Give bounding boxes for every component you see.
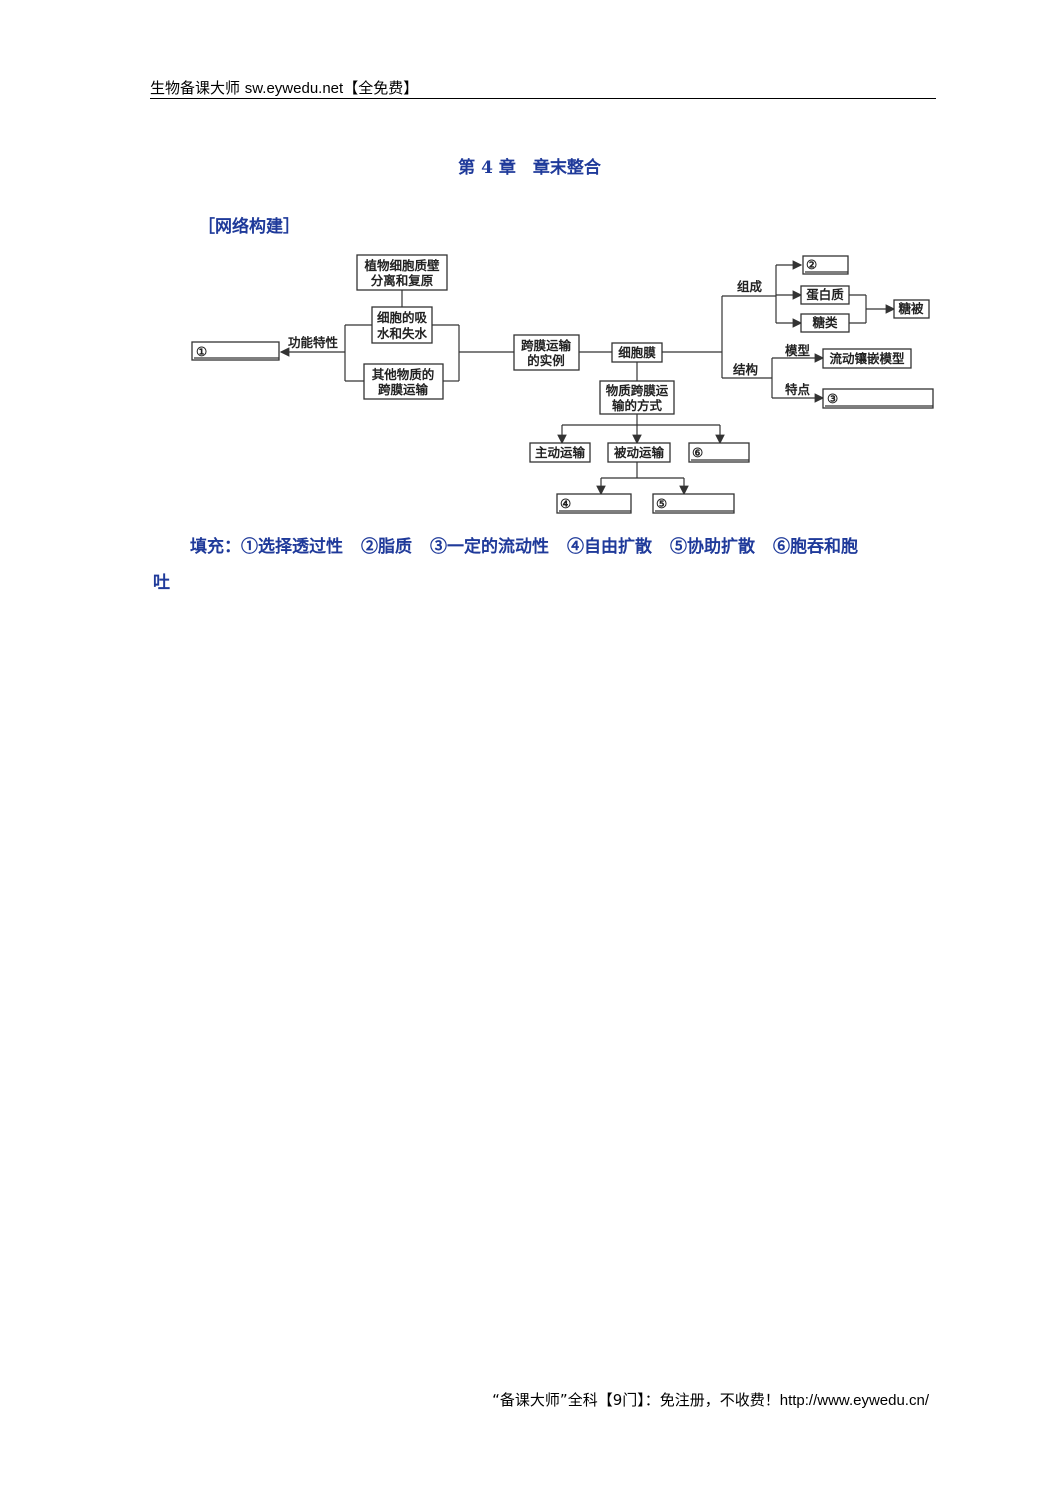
node-passive-transport: 被动运输 xyxy=(607,442,671,463)
svg-text:流动镶嵌模型: 流动镶嵌模型 xyxy=(829,351,905,366)
header-site-link[interactable]: sw.eywedu.net xyxy=(244,80,344,97)
svg-text:主动运输: 主动运输 xyxy=(535,445,586,460)
fill-continuation: 吐 xyxy=(153,573,170,593)
svg-text:蛋白质: 蛋白质 xyxy=(806,287,844,302)
node-other-substances: 其他物质的 跨膜运输 xyxy=(363,363,444,400)
fill-item-2: ②脂质 xyxy=(361,537,412,557)
svg-text:③: ③ xyxy=(827,391,838,406)
blank-1: ① xyxy=(191,341,280,361)
label-function: 功能特性 xyxy=(288,335,339,350)
blank-4: ④ xyxy=(556,493,632,514)
fill-label: 填充： xyxy=(190,537,241,557)
svg-text:⑤: ⑤ xyxy=(656,496,667,511)
svg-text:⑥: ⑥ xyxy=(692,445,703,460)
node-other-line1: 其他物质的 xyxy=(372,367,435,382)
node-plasmolysis-line1: 植物细胞质壁 xyxy=(363,258,440,273)
page-footer: “备课大师”全科【9门】：免注册，不收费！http://www.eywedu.c… xyxy=(492,1389,929,1410)
label-feature: 特点 xyxy=(785,382,811,397)
header-tag: 【全免费】 xyxy=(343,79,419,97)
svg-text:被动运输: 被动运输 xyxy=(614,445,665,460)
node-mode-line2: 输的方式 xyxy=(612,398,663,413)
fill-item-3: ③一定的流动性 xyxy=(430,537,549,557)
svg-text:④: ④ xyxy=(560,496,571,511)
svg-text:糖类: 糖类 xyxy=(812,315,838,330)
footer-link[interactable]: http://www.eywedu.cn/ xyxy=(779,1392,929,1409)
connector-lines xyxy=(279,260,896,496)
fill-item-5: ⑤协助扩散 xyxy=(670,537,755,557)
fill-answers: 填充：①选择透过性 ②脂质 ③一定的流动性 ④自由扩散 ⑤协助扩散 ⑥胞吞和胞 xyxy=(190,532,858,557)
fill-item-4: ④自由扩散 xyxy=(567,537,652,557)
node-other-line2: 跨膜运输 xyxy=(378,382,429,397)
blank-6: ⑥ xyxy=(688,442,750,463)
node-active-transport: 主动运输 xyxy=(529,442,591,463)
svg-text:①: ① xyxy=(196,344,207,359)
section-heading: ［网络构建］ xyxy=(198,217,300,237)
node-fluid-mosaic: 流动镶嵌模型 xyxy=(822,348,912,369)
header-brand: 生物备课大师 xyxy=(150,79,241,97)
node-membrane-text: 细胞膜 xyxy=(618,345,656,360)
blank-5: ⑤ xyxy=(652,493,735,514)
node-protein: 蛋白质 xyxy=(800,285,850,305)
node-plasmolysis-line2: 分离和复原 xyxy=(371,273,434,288)
node-absorb-line1: 细胞的吸 xyxy=(377,310,428,325)
node-plasmolysis: 植物细胞质壁 分离和复原 xyxy=(356,254,448,291)
svg-text:②: ② xyxy=(806,257,817,272)
label-model: 模型 xyxy=(785,343,811,358)
node-absorb-line2: 水和失水 xyxy=(377,326,428,341)
footer-text: “备课大师”全科【9门】：免注册，不收费！ xyxy=(492,1391,780,1409)
node-glycocalyx: 糖被 xyxy=(893,299,930,319)
node-cell-membrane: 细胞膜 xyxy=(611,342,663,363)
node-transport-example: 跨膜运输 的实例 xyxy=(513,334,580,371)
header-divider xyxy=(150,98,936,99)
node-example-line2: 的实例 xyxy=(527,353,565,368)
node-sugar: 糖类 xyxy=(800,313,850,333)
node-mode-line1: 物质跨膜运 xyxy=(606,383,669,398)
svg-text:糖被: 糖被 xyxy=(898,301,924,316)
concept-map: 植物细胞质壁 分离和复原 细胞的吸 水和失水 其他物质的 跨膜运输 跨膜运输 的… xyxy=(191,254,934,514)
page-header: 生物备课大师 sw.eywedu.net【全免费】 xyxy=(150,77,418,98)
fill-item-6: ⑥胞吞和胞 xyxy=(773,537,858,557)
node-example-line1: 跨膜运输 xyxy=(521,338,572,353)
label-structure: 结构 xyxy=(733,362,758,377)
blank-2: ② xyxy=(802,255,849,275)
blank-3: ③ xyxy=(822,388,934,409)
node-transport-mode: 物质跨膜运 输的方式 xyxy=(599,380,675,415)
fill-item-1: ①选择透过性 xyxy=(241,537,343,557)
page-title: 第 4 章 章末整合 xyxy=(458,158,601,178)
node-absorb-water: 细胞的吸 水和失水 xyxy=(371,306,433,344)
label-composition: 组成 xyxy=(737,279,763,294)
